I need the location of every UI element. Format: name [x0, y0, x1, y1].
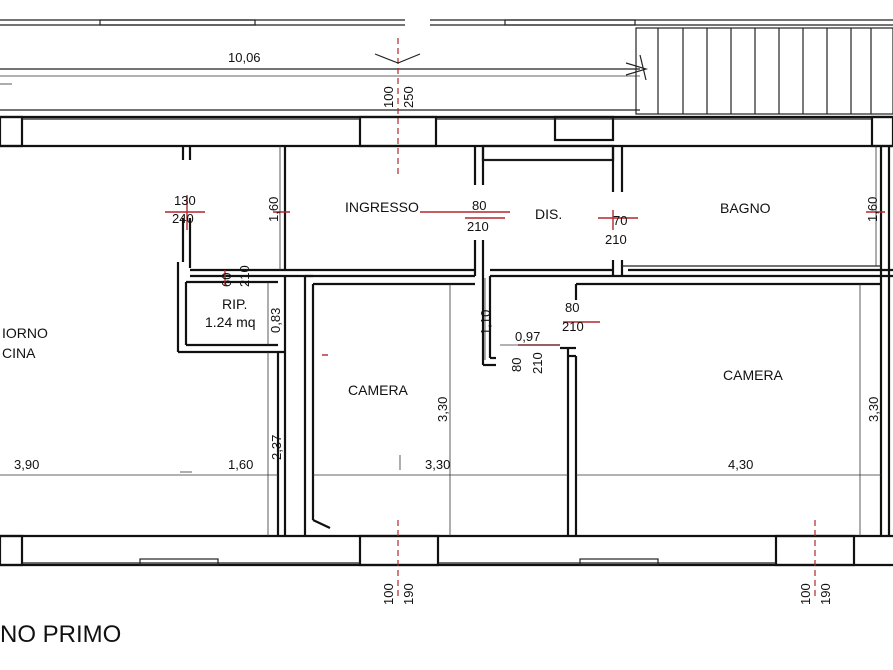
top-balcony [0, 19, 893, 111]
dim-camera1-door-h: 210 [530, 352, 545, 374]
dim-top-window-2: 250 [401, 86, 416, 108]
room-label-camera-2: CAMERA [723, 367, 784, 383]
room-area-rip: 1.24 mq [205, 314, 256, 330]
dim-ingresso-door-h: 210 [467, 219, 489, 234]
floor-title: NO PRIMO [0, 621, 121, 648]
dim-camera2-h: 3,30 [866, 397, 881, 422]
dim-overall-width: 10,06 [228, 50, 261, 65]
dim-rip-door-h: 210 [237, 265, 252, 287]
dim-dis-w: 0,97 [515, 329, 540, 344]
dim-top-window-1: 100 [381, 86, 396, 108]
dim-giorno-h: 2,37 [269, 435, 284, 460]
dim-bagno-door-h: 210 [605, 232, 627, 247]
interior-walls [176, 144, 893, 536]
dim-camera1-w: 3,30 [425, 457, 450, 472]
room-label-camera-1: CAMERA [348, 382, 409, 398]
outer-wall-bottom [0, 534, 893, 567]
room-label-dis: DIS. [535, 206, 562, 222]
dim-giorno-w: 3,90 [14, 457, 39, 472]
dim-camera1-h: 3,30 [435, 397, 450, 422]
dim-bagno-door-w: 70 [613, 213, 627, 228]
dim-camera1-door-w: 80 [509, 358, 524, 372]
staircase [635, 27, 893, 115]
dim-giorno-door-w: 130 [174, 193, 196, 208]
dim-giorno-door-h: 240 [172, 211, 194, 226]
dim-rip-door-w: 60 [219, 273, 234, 287]
dim-bagno-h: 1,60 [865, 197, 880, 222]
dim-ingresso-h: 1,60 [266, 197, 281, 222]
room-label-giorno-1: IORNO [2, 325, 48, 341]
room-label-bagno: BAGNO [720, 200, 771, 216]
dim-bottom-window-2-a: 100 [798, 583, 813, 605]
axis-lines [180, 38, 816, 600]
dim-giorno-w2: 1,60 [228, 457, 253, 472]
room-label-giorno-2: CINA [2, 345, 36, 361]
dim-camera2-door-w: 80 [565, 300, 579, 315]
dim-camera2-door-h: 210 [562, 319, 584, 334]
room-label-ingresso: INGRESSO [345, 199, 419, 215]
dimension-lines [0, 146, 881, 536]
dim-bottom-window-2-b: 190 [818, 583, 833, 605]
outer-wall-top [0, 115, 893, 148]
room-label-rip: RIP. [222, 296, 247, 312]
dim-ingresso-door-w: 80 [472, 198, 486, 213]
dim-dis-h: 1,10 [478, 310, 493, 335]
dim-camera2-w: 4,30 [728, 457, 753, 472]
dim-bottom-window-1-b: 190 [401, 583, 416, 605]
dim-rip-w: 0,83 [268, 308, 283, 333]
dim-bottom-window-1-a: 100 [381, 583, 396, 605]
